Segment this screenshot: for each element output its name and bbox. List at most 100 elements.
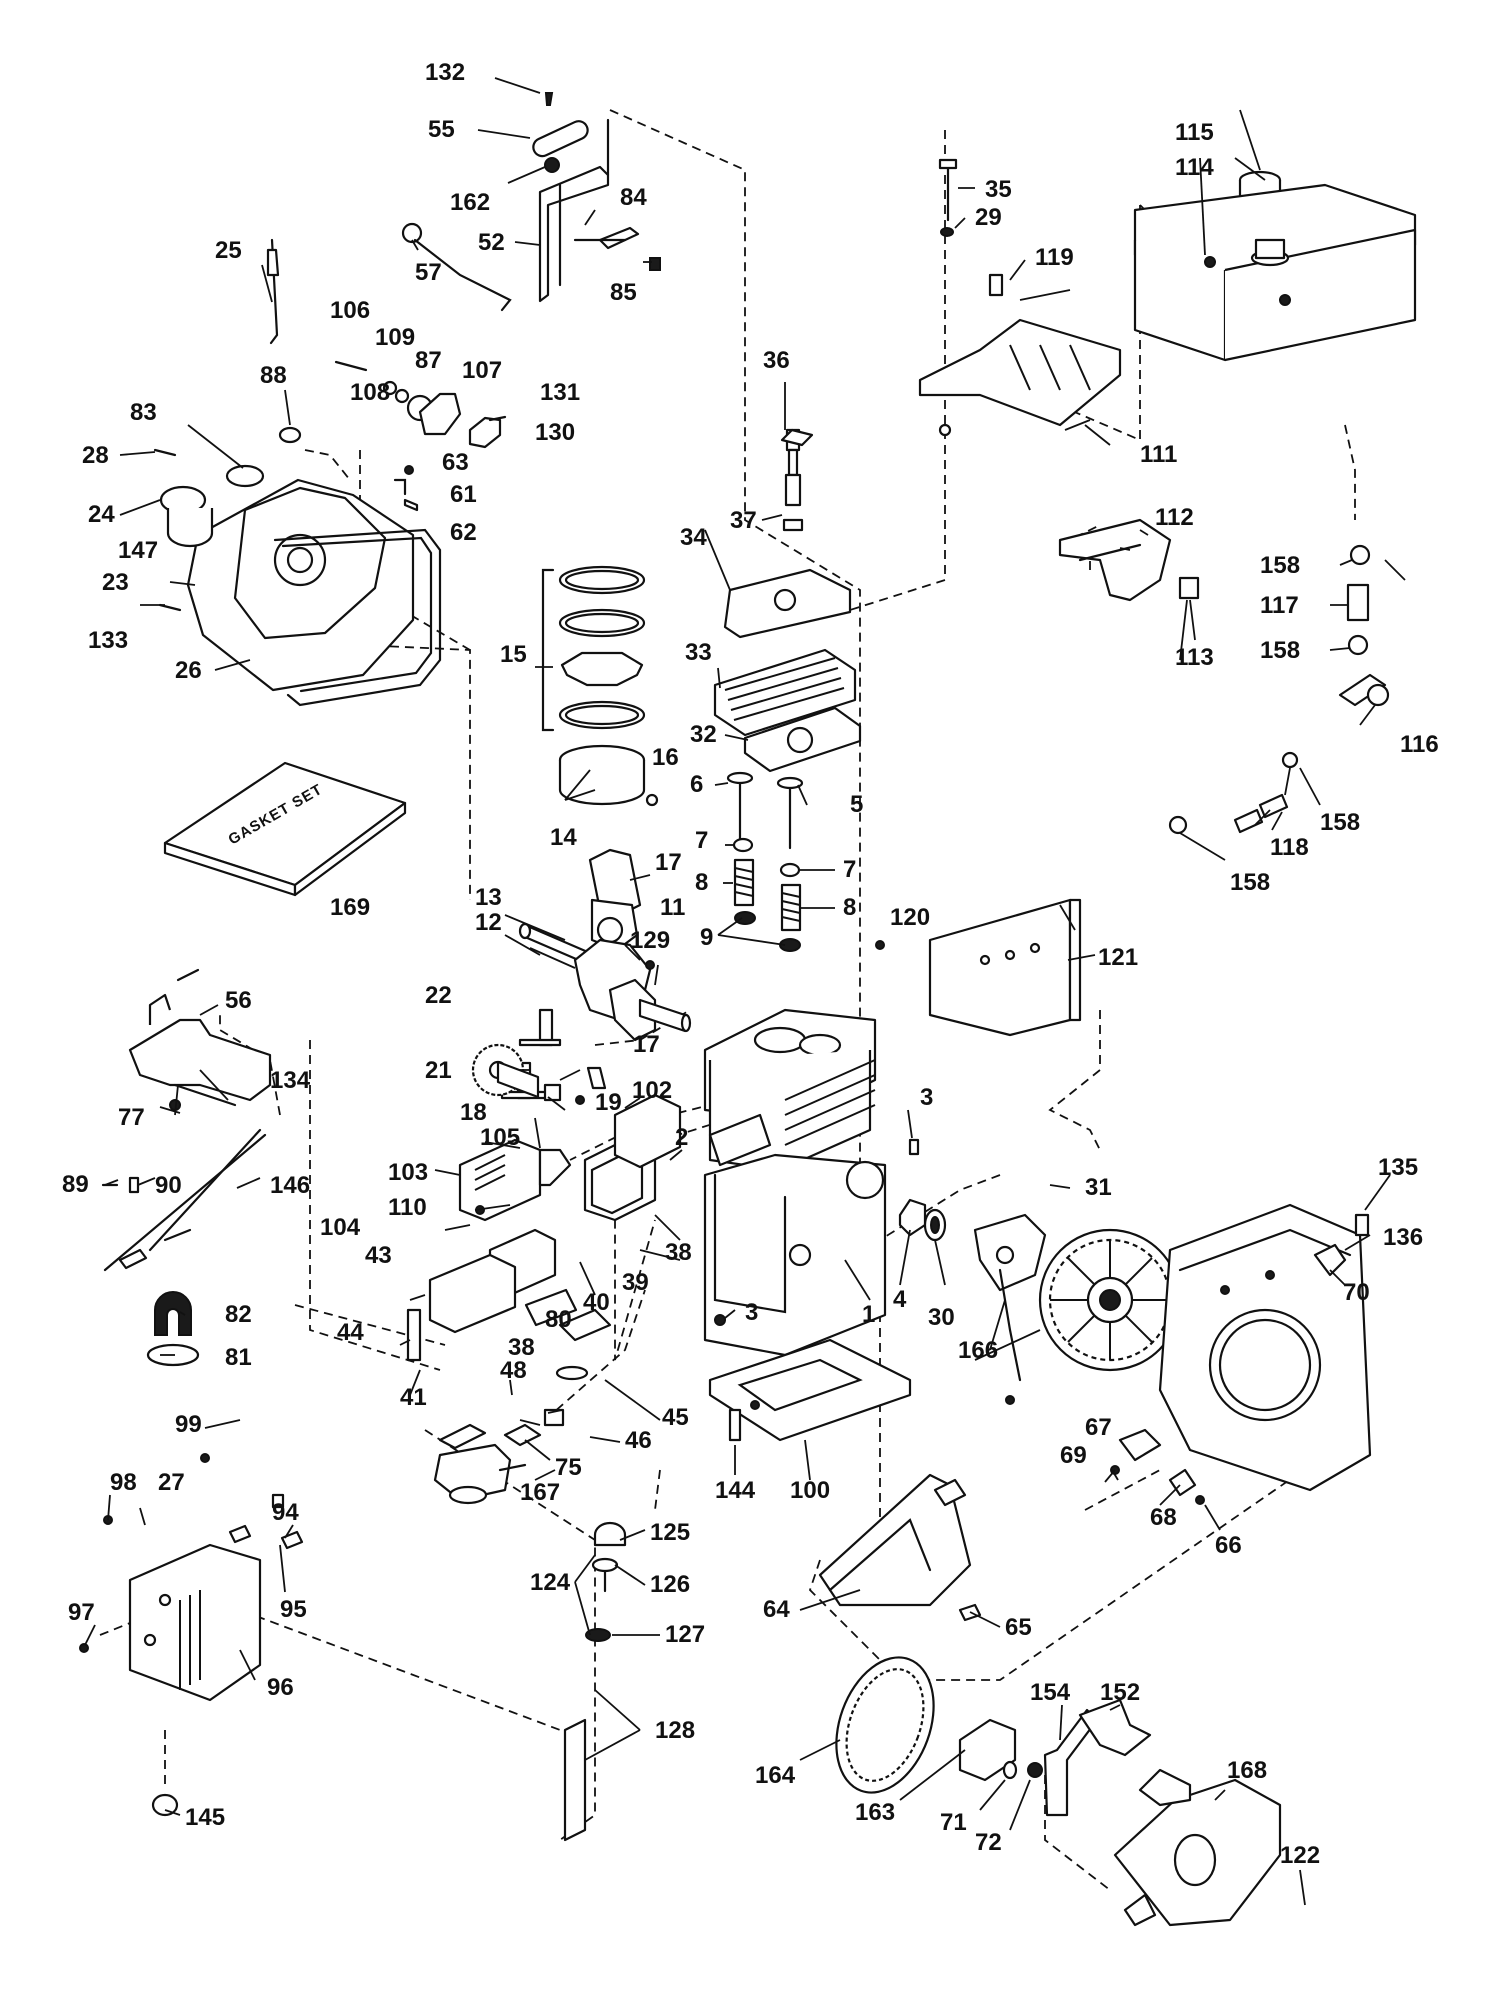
callout-33: 33 <box>685 639 712 666</box>
callout-14: 14 <box>550 824 577 851</box>
callout-62: 62 <box>450 519 477 546</box>
callout-22: 22 <box>425 982 452 1009</box>
callout-158d: 158 <box>1230 869 1270 896</box>
callout-109: 109 <box>375 324 415 351</box>
air-cleaner <box>406 1093 682 1447</box>
callout-127: 127 <box>665 1621 705 1648</box>
callout-135: 135 <box>1378 1154 1418 1181</box>
tank-bracket <box>918 158 1122 437</box>
callout-90: 90 <box>155 1172 182 1199</box>
callout-2: 2 <box>675 1124 688 1151</box>
callout-89: 89 <box>62 1171 89 1198</box>
callout-129: 129 <box>630 927 670 954</box>
callout-132: 132 <box>425 59 465 86</box>
block-seals <box>714 1138 947 1326</box>
callout-72: 72 <box>975 1829 1002 1856</box>
callout-55: 55 <box>428 116 455 143</box>
callout-21: 21 <box>425 1057 452 1084</box>
callout-113: 113 <box>1175 644 1214 671</box>
callout-98: 98 <box>110 1469 137 1496</box>
callout-104: 104 <box>320 1214 361 1241</box>
callout-108: 108 <box>350 379 390 406</box>
crankcase-cover <box>153 238 442 707</box>
callout-71: 71 <box>940 1809 967 1836</box>
callout-16: 16 <box>652 744 679 771</box>
crankshaft <box>500 922 692 1100</box>
callout-146: 146 <box>270 1172 310 1199</box>
assembly-dash-lines <box>99 109 1356 1891</box>
cylinder-block <box>703 1008 887 1357</box>
valve-train <box>726 771 804 952</box>
callout-82: 82 <box>225 1301 252 1328</box>
callout-116: 116 <box>1400 731 1439 758</box>
callout-131: 131 <box>540 379 580 406</box>
callout-120: 120 <box>890 904 930 931</box>
gasket-set-box: GASKET SET <box>163 761 407 897</box>
knob-and-plate <box>146 1291 200 1367</box>
callout-158a: 158 <box>1260 552 1300 579</box>
callout-166: 166 <box>958 1337 998 1364</box>
control-bracket <box>128 968 272 1111</box>
callout-41: 41 <box>400 1384 427 1411</box>
callout-30: 30 <box>928 1304 955 1331</box>
callout-12: 12 <box>475 909 502 936</box>
callout-94: 94 <box>272 1499 299 1526</box>
callout-35: 35 <box>985 176 1012 203</box>
callout-164: 164 <box>755 1762 796 1789</box>
callout-107: 107 <box>462 357 502 384</box>
callout-7b: 7 <box>843 856 856 883</box>
callout-102: 102 <box>632 1077 672 1104</box>
governor-gear-parts <box>334 360 507 512</box>
callout-112: 112 <box>1155 504 1194 531</box>
callout-110: 110 <box>388 1194 427 1221</box>
callout-75: 75 <box>555 1454 582 1481</box>
callout-38b: 38 <box>508 1334 535 1361</box>
callout-144: 144 <box>715 1477 756 1504</box>
callout-17a: 17 <box>655 849 682 876</box>
callout-84: 84 <box>620 184 647 211</box>
starter-cup-ring <box>835 1656 1043 1794</box>
callout-52: 52 <box>478 229 505 256</box>
callout-147: 147 <box>118 537 158 564</box>
camshaft-gear <box>471 1043 607 1105</box>
callout-32: 32 <box>690 721 717 748</box>
callout-34: 34 <box>680 524 707 551</box>
callout-1: 1 <box>862 1301 875 1328</box>
callout-25: 25 <box>215 237 242 264</box>
piston-assembly <box>541 565 659 952</box>
callout-87: 87 <box>415 347 442 374</box>
callout-119: 119 <box>1035 244 1074 271</box>
callout-145: 145 <box>185 1804 225 1831</box>
callout-labels: 132 55 162 84 52 57 85 25 106 109 87 107… <box>62 59 1439 1869</box>
callout-103: 103 <box>388 1159 428 1186</box>
callout-111: 111 <box>1140 441 1177 468</box>
callout-95: 95 <box>280 1596 307 1623</box>
callout-99: 99 <box>175 1411 202 1438</box>
callout-65: 65 <box>1005 1614 1032 1641</box>
callout-40: 40 <box>583 1289 610 1316</box>
ignition-armature <box>973 1213 1047 1405</box>
callout-125: 125 <box>650 1519 690 1546</box>
callout-100: 100 <box>790 1477 830 1504</box>
callout-27: 27 <box>158 1469 185 1496</box>
callout-28: 28 <box>82 442 109 469</box>
callout-128: 128 <box>655 1717 695 1744</box>
callout-121: 121 <box>1098 944 1138 971</box>
callout-83: 83 <box>130 399 157 426</box>
callout-69: 69 <box>1060 1442 1087 1469</box>
callout-115: 115 <box>1175 119 1214 146</box>
callout-17b: 17 <box>633 1031 660 1058</box>
callout-152: 152 <box>1100 1679 1140 1706</box>
engine-shroud <box>818 1473 982 1622</box>
callout-169: 169 <box>330 894 370 921</box>
callout-56: 56 <box>225 987 252 1014</box>
callout-154: 154 <box>1030 1679 1071 1706</box>
callout-45: 45 <box>662 1404 689 1431</box>
callout-63: 63 <box>442 449 469 476</box>
callout-3b: 3 <box>745 1299 758 1326</box>
callout-3a: 3 <box>920 1084 933 1111</box>
throttle-cable <box>101 1128 267 1272</box>
callout-77: 77 <box>118 1104 145 1131</box>
callout-66: 66 <box>1215 1532 1242 1559</box>
